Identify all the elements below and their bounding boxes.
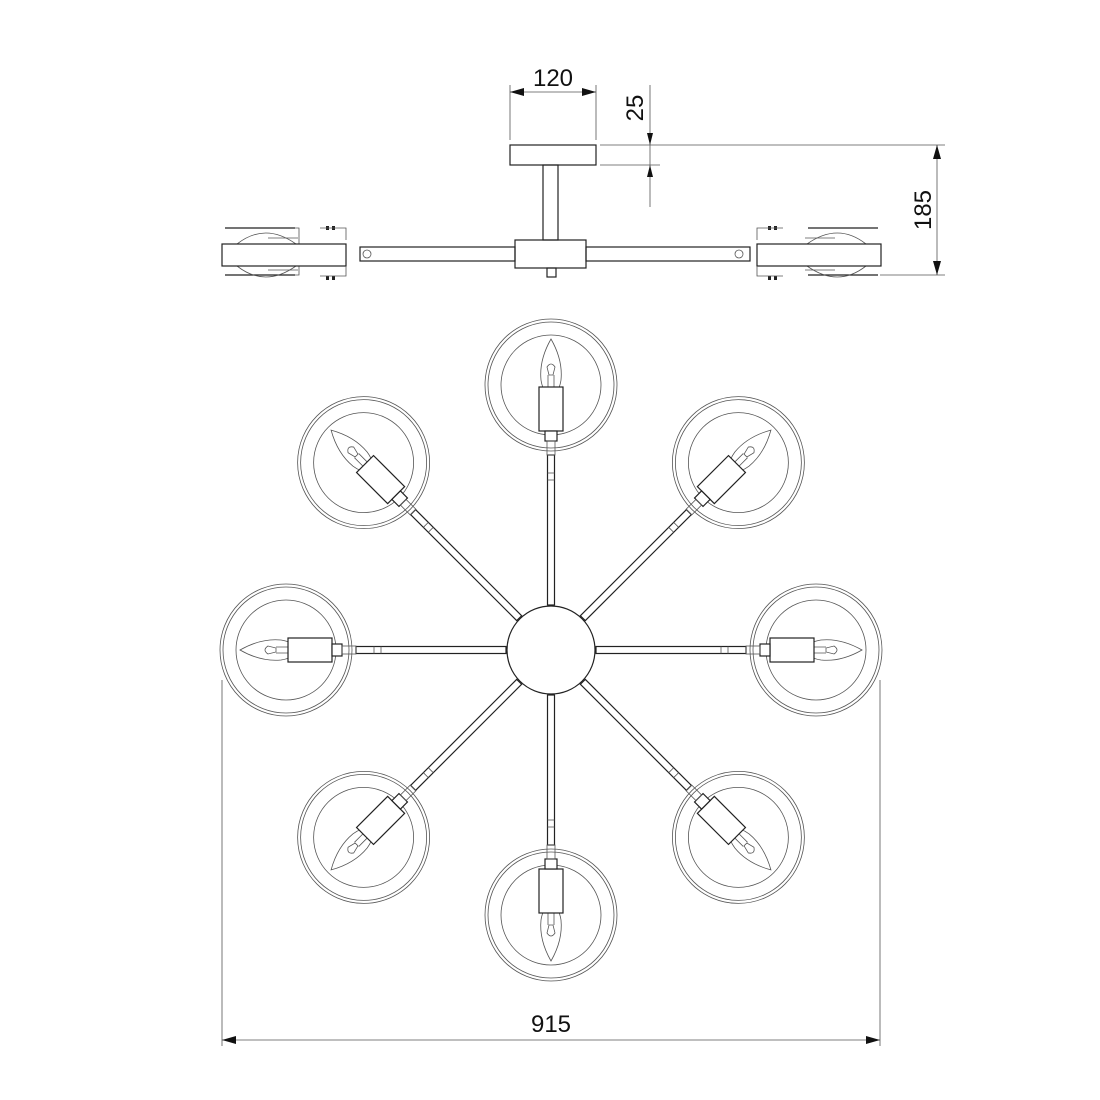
left-joint bbox=[362, 249, 372, 259]
center-hub-disc bbox=[506, 605, 596, 695]
side-view bbox=[221, 144, 882, 280]
stem bbox=[542, 164, 559, 241]
dim-label-185: 185 bbox=[910, 190, 937, 230]
lamp-arm-1 bbox=[484, 318, 618, 606]
dimension-plate-width: 120 bbox=[509, 65, 597, 140]
lamp-arm-8 bbox=[297, 396, 523, 622]
lamp-shade bbox=[484, 318, 618, 456]
lamp-arm-6 bbox=[297, 678, 523, 904]
lamp-arm-7 bbox=[219, 583, 507, 717]
dimension-total-height: 185 bbox=[880, 145, 945, 276]
lamp-shade bbox=[297, 396, 431, 530]
socket bbox=[287, 637, 333, 663]
lamp-arm-4 bbox=[579, 678, 805, 904]
dim-label-25: 25 bbox=[622, 95, 649, 122]
socket bbox=[538, 868, 564, 914]
socket bbox=[769, 637, 815, 663]
lamp-arm-3 bbox=[595, 583, 883, 717]
lamp-arm-2 bbox=[579, 396, 805, 622]
lamp-arm-5 bbox=[484, 694, 618, 982]
right-arm bbox=[585, 246, 751, 262]
dim-label-120: 120 bbox=[533, 65, 573, 92]
dimension-plate-height: 25 bbox=[600, 85, 945, 207]
lamp-shade bbox=[219, 583, 357, 717]
lamp-shade bbox=[484, 844, 618, 982]
lamp-shade bbox=[745, 583, 883, 717]
lamp-shade bbox=[671, 770, 805, 904]
side-lamp-left bbox=[221, 226, 347, 280]
left-arm bbox=[359, 246, 516, 262]
top-view bbox=[219, 318, 883, 982]
ceiling-plate bbox=[509, 144, 597, 166]
side-lamp-right bbox=[756, 226, 882, 280]
lamp-shade bbox=[297, 770, 431, 904]
socket bbox=[538, 386, 564, 432]
center-hub bbox=[514, 239, 587, 269]
dim-label-915: 915 bbox=[531, 1011, 571, 1038]
hub-knob bbox=[546, 267, 557, 278]
dimension-total-width: 915 bbox=[221, 680, 881, 1046]
lamp-shade bbox=[671, 396, 805, 530]
right-joint bbox=[734, 249, 744, 259]
